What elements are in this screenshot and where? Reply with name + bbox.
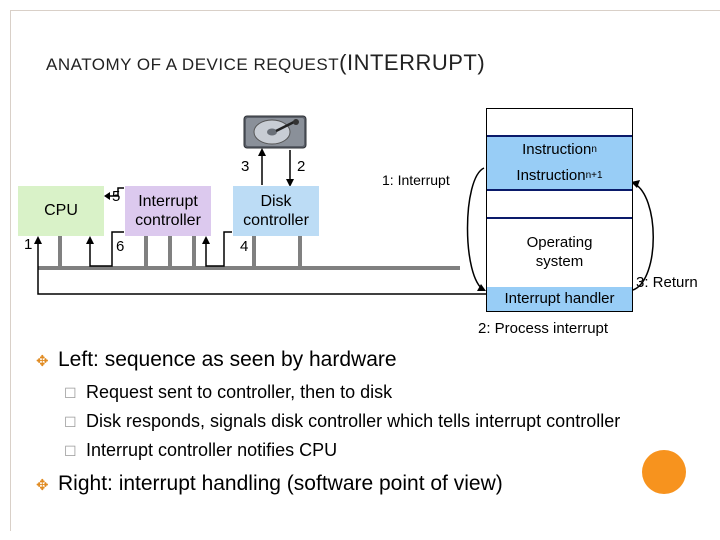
slide-title: ANATOMY OF A DEVICE REQUEST(INTERRUPT): [46, 50, 486, 75]
stack-cell-empty: [487, 191, 632, 217]
stack-cell-empty: [487, 109, 632, 135]
bullet-icon: ✥: [36, 477, 49, 494]
return-label: 3: Return: [636, 274, 698, 291]
checkbox-bullet-icon: ☐: [64, 385, 77, 401]
sub-bullet: ☐Request sent to controller, then to dis…: [64, 382, 393, 402]
checkbox-bullet-icon: ☐: [64, 414, 77, 430]
stack-divider: [487, 135, 632, 137]
process-interrupt-label: 2: Process interrupt: [478, 320, 609, 337]
step-label-6: 6: [116, 238, 125, 255]
interrupt-handler: Interrupt handler: [487, 287, 632, 311]
step-label-4: 4: [240, 238, 249, 255]
stack-divider: [487, 189, 632, 191]
bullet-left: ✥Left: sequence as seen by hardware: [36, 348, 397, 371]
sub-bullet: ☐Disk responds, signals disk controller …: [64, 411, 621, 431]
step-label-5: 5: [112, 188, 121, 205]
decorative-circle: [642, 450, 686, 494]
bullet-right: ✥Right: interrupt handling (software poi…: [36, 472, 503, 495]
bullet-icon: ✥: [36, 353, 49, 370]
step-label-1: 1: [24, 236, 33, 253]
hard-disk-icon: [243, 115, 307, 149]
step-label-2: 2: [297, 158, 306, 175]
operating-system-area: Operating system: [526, 234, 593, 270]
slide-frame: [10, 10, 720, 531]
interrupt-label: 1: Interrupt: [382, 172, 450, 188]
sub-bullet: ☐Interrupt controller notifies CPU: [64, 440, 338, 460]
cpu-box: CPU: [18, 186, 104, 236]
step-label-3: 3: [241, 158, 250, 175]
checkbox-bullet-icon: ☐: [64, 443, 77, 459]
stack-divider: [487, 217, 632, 219]
